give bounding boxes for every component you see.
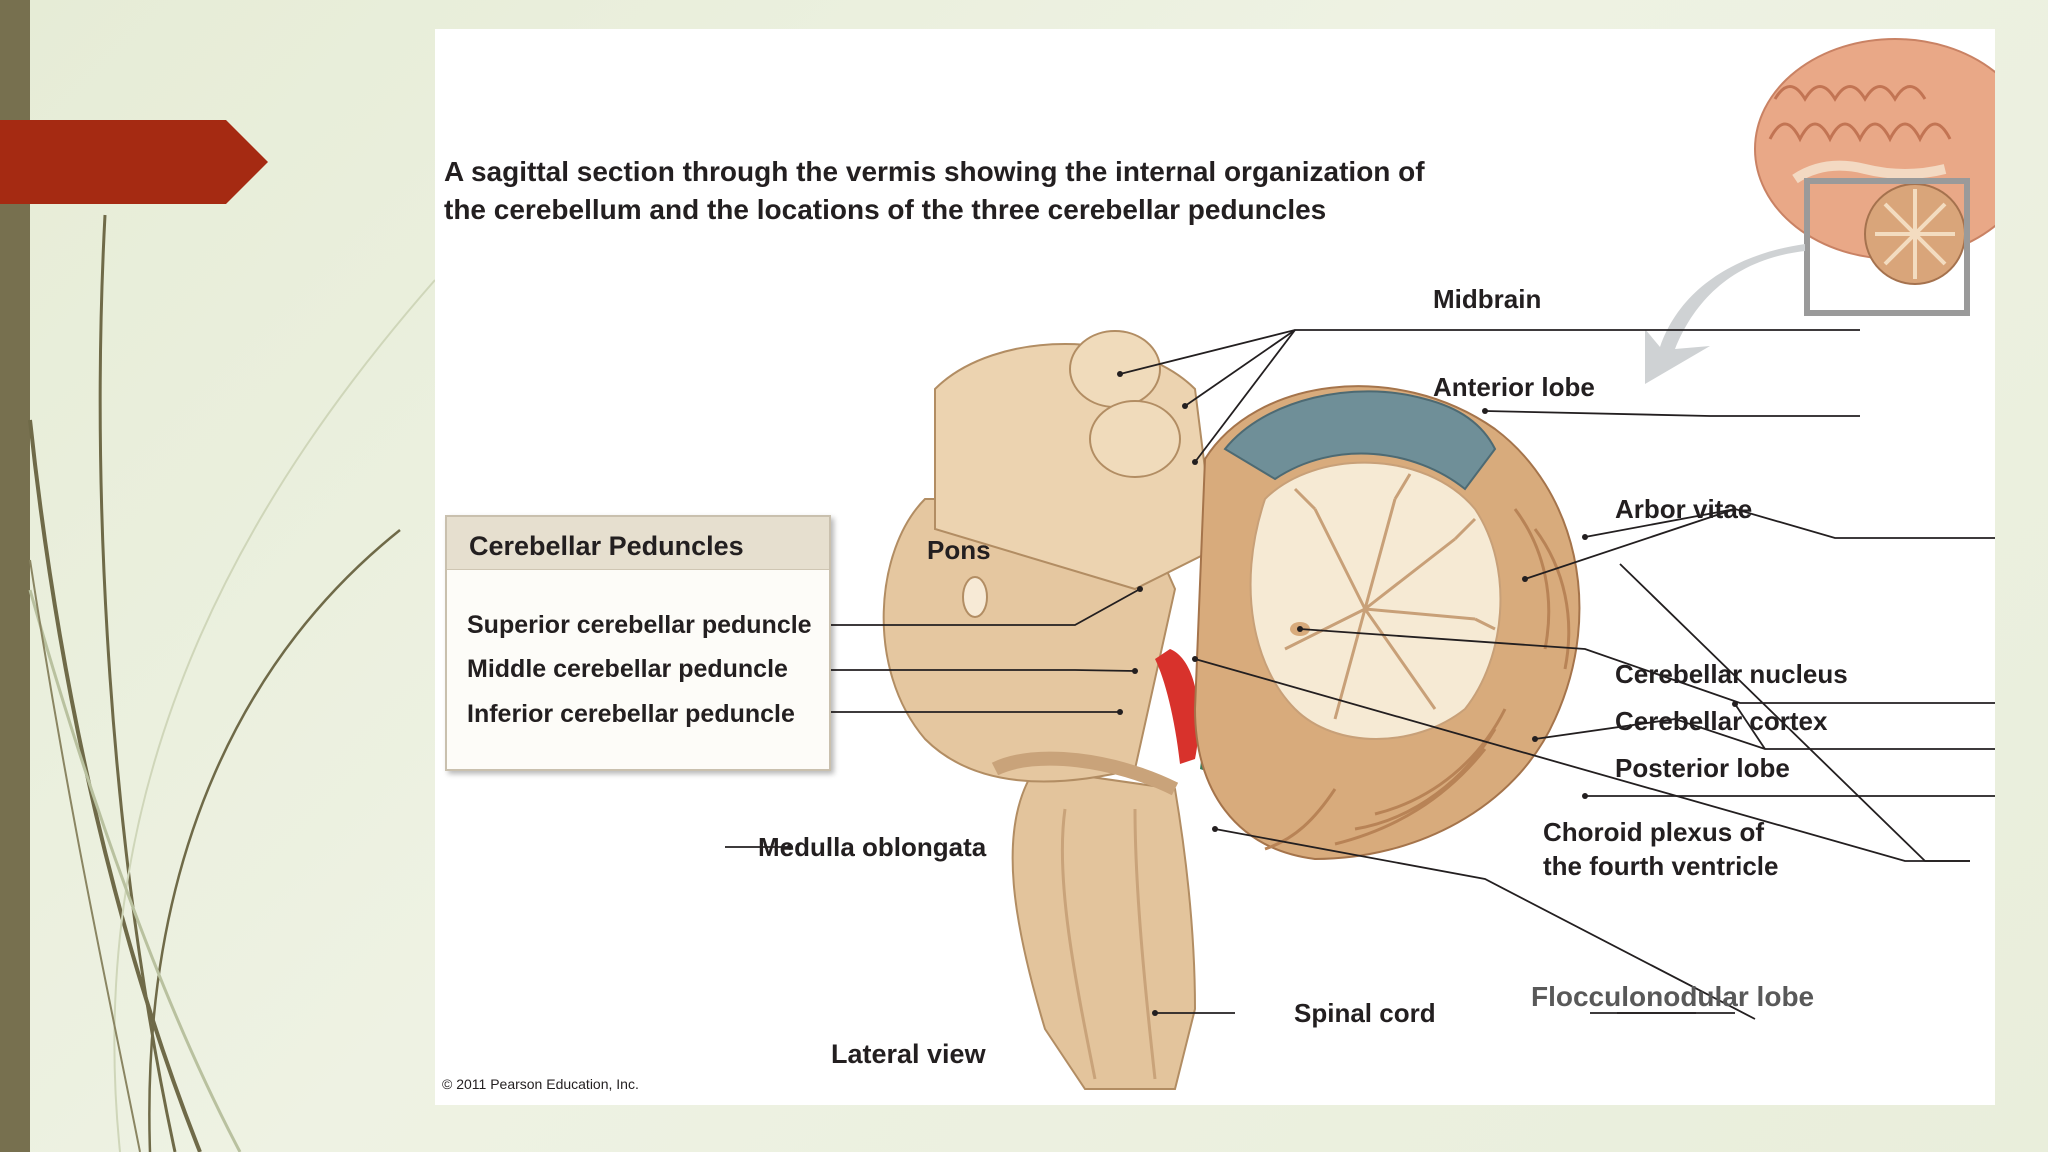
label-choroid-plexus-line2: the fourth ventricle bbox=[1543, 851, 1779, 881]
anterior-lobe-shape bbox=[1223, 390, 1497, 491]
legend-item-inferior: Inferior cerebellar peduncle bbox=[467, 700, 795, 728]
label-pons: Pons bbox=[927, 535, 991, 565]
label-cerebellar-nucleus: Cerebellar nucleus bbox=[1615, 659, 1848, 689]
slide-arrow-icon bbox=[0, 120, 268, 204]
figure-title: A sagittal section through the vermis sh… bbox=[444, 156, 1425, 225]
cerebellum-illustration bbox=[725, 38, 1995, 1090]
choroid-plexus-shape bbox=[1155, 649, 1199, 764]
legend-item-middle: Middle cerebellar peduncle bbox=[467, 655, 788, 683]
label-choroid-plexus-line1: Choroid plexus of bbox=[1543, 817, 1764, 847]
label-anterior-lobe: Anterior lobe bbox=[1433, 372, 1595, 402]
label-posterior-lobe: Posterior lobe bbox=[1615, 753, 1790, 783]
label-midbrain: Midbrain bbox=[1433, 284, 1542, 314]
copyright-notice: © 2011 Pearson Education, Inc. bbox=[442, 1076, 639, 1092]
label-spinal-cord: Spinal cord bbox=[1294, 998, 1436, 1028]
label-medulla-oblongata: Medulla oblongata bbox=[758, 832, 987, 862]
brain-thumbnail-icon bbox=[1754, 38, 1995, 316]
pointer-arrow-icon bbox=[1645, 244, 1805, 384]
view-label: Lateral view bbox=[831, 1039, 986, 1069]
cerebellum-figure: A sagittal section through the vermis sh… bbox=[435, 29, 1995, 1105]
label-arbor-vitae: Arbor vitae bbox=[1615, 494, 1753, 524]
legend-title: Cerebellar Peduncles bbox=[469, 531, 744, 561]
legend-item-superior: Superior cerebellar peduncle bbox=[467, 611, 812, 639]
legend-header bbox=[447, 517, 829, 570]
label-cerebellar-cortex: Cerebellar cortex bbox=[1615, 706, 1828, 736]
label-flocculonodular-lobe: Flocculonodular lobe bbox=[1531, 981, 1815, 1012]
cerebellar-peduncles-legend: Cerebellar Peduncles Superior cerebellar… bbox=[445, 515, 831, 771]
decorative-swoosh-lines bbox=[28, 214, 436, 1152]
brainstem-shape bbox=[1011, 767, 1197, 1090]
